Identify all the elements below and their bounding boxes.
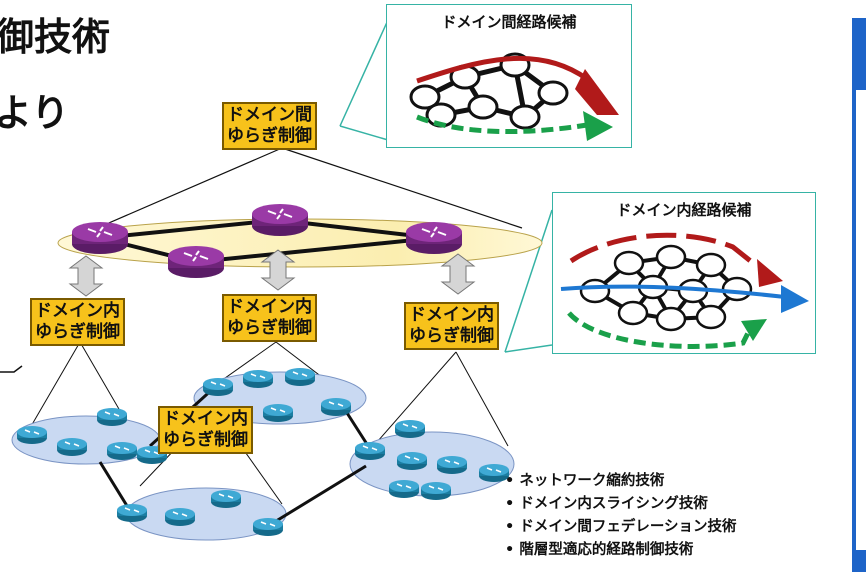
controller-line2: ゆらぎ制御 xyxy=(227,126,312,146)
intra-route-title: ドメイン内経路候補 xyxy=(616,201,752,219)
inter-route-callout: ドメイン間経路候補 xyxy=(386,4,632,148)
controller-line2: ゆらぎ制御 xyxy=(163,430,248,450)
double-arrow-icon xyxy=(440,253,476,295)
double-arrow-icon xyxy=(68,255,104,297)
intra-domain-controller: ドメイン内 ゆらぎ制御 xyxy=(158,406,253,454)
side-accent-inner xyxy=(856,90,866,550)
router-icon xyxy=(251,203,309,237)
controller-line1: ドメイン内 xyxy=(409,305,494,325)
router-icon xyxy=(71,221,129,255)
inter-domain-controller: ドメイン間 ゆらぎ制御 xyxy=(222,102,317,150)
controller-line1: ドメイン内 xyxy=(163,409,248,429)
list-item: ドメイン間フェデレーション技術 xyxy=(505,516,736,539)
intra-route-callout: ドメイン内経路候補 xyxy=(552,192,816,354)
intra-domain-controller: ドメイン内 ゆらぎ制御 xyxy=(222,294,317,342)
router-icon xyxy=(167,245,225,279)
intra-route-graph xyxy=(560,232,809,349)
router-icon xyxy=(405,221,463,255)
inter-route-title: ドメイン間経路候補 xyxy=(441,13,577,31)
controller-line2: ゆらぎ制御 xyxy=(409,326,494,346)
controller-line2: ゆらぎ制御 xyxy=(227,318,312,338)
double-arrow-icon xyxy=(260,249,296,291)
controller-line1: ドメイン間 xyxy=(227,105,312,125)
list-item: 階層型適応的経路制御技術 xyxy=(505,539,737,562)
technology-list: ネットワーク縮約技術 ドメイン内スライシング技術 ドメイン間フェデレーション技術… xyxy=(505,470,737,562)
list-item: ドメイン内スライシング技術 xyxy=(505,493,737,516)
intra-domain-controller: ドメイン内 ゆらぎ制御 xyxy=(404,302,499,350)
controller-line2: ゆらぎ制御 xyxy=(35,322,120,342)
list-item: ネットワーク縮約技術 xyxy=(505,470,737,493)
page-title-line2: より xyxy=(0,91,70,135)
page-title-line1: 御技術 xyxy=(0,15,111,59)
inter-route-graph xyxy=(409,52,619,141)
controller-line1: ドメイン内 xyxy=(227,297,312,317)
controller-line1: ドメイン内 xyxy=(35,301,120,321)
intra-domain-controller: ドメイン内 ゆらぎ制御 xyxy=(30,298,125,346)
